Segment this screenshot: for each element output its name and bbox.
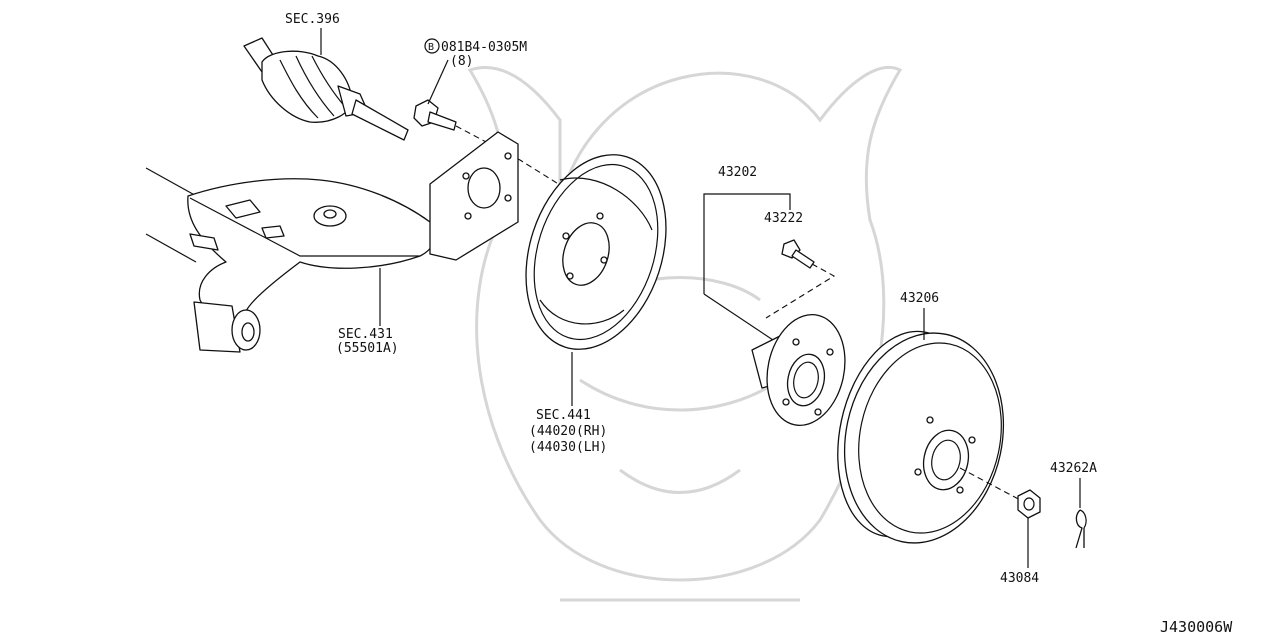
- diagram-code: J430006W: [1160, 618, 1233, 636]
- label-sec431-sub: (55501A): [336, 341, 399, 356]
- bolt-circle-letter: B: [428, 42, 434, 53]
- label-bolt-qty: (8): [450, 54, 473, 69]
- label-43084: 43084: [1000, 571, 1039, 586]
- label-sec441: SEC.441: [536, 408, 591, 423]
- label-sec441-lh: (44030(LH): [529, 440, 607, 455]
- label-43262a: 43262A: [1050, 461, 1097, 476]
- brake-drum: [837, 308, 1025, 544]
- rear-axle-beam: [145, 131, 519, 353]
- label-43202: 43202: [718, 165, 757, 180]
- label-bolt: B 081B4-0305M (8): [424, 38, 527, 69]
- label-43206: 43206: [900, 291, 939, 306]
- hub-bracket-lines: [703, 193, 791, 343]
- cotter-pin: [1075, 478, 1087, 549]
- hub-assembly: [751, 314, 846, 426]
- hub-stud: [765, 239, 836, 319]
- label-sec441-rh: (44020(RH): [529, 424, 607, 439]
- label-sec431: SEC.431: [338, 327, 393, 342]
- hub-nut: [1017, 489, 1041, 568]
- drive-shaft: [243, 28, 409, 141]
- label-bolt-part: 081B4-0305M: [441, 40, 527, 55]
- label-sec396: SEC.396: [285, 12, 340, 27]
- brake-backing-plate: [525, 154, 667, 406]
- label-43222: 43222: [764, 211, 803, 226]
